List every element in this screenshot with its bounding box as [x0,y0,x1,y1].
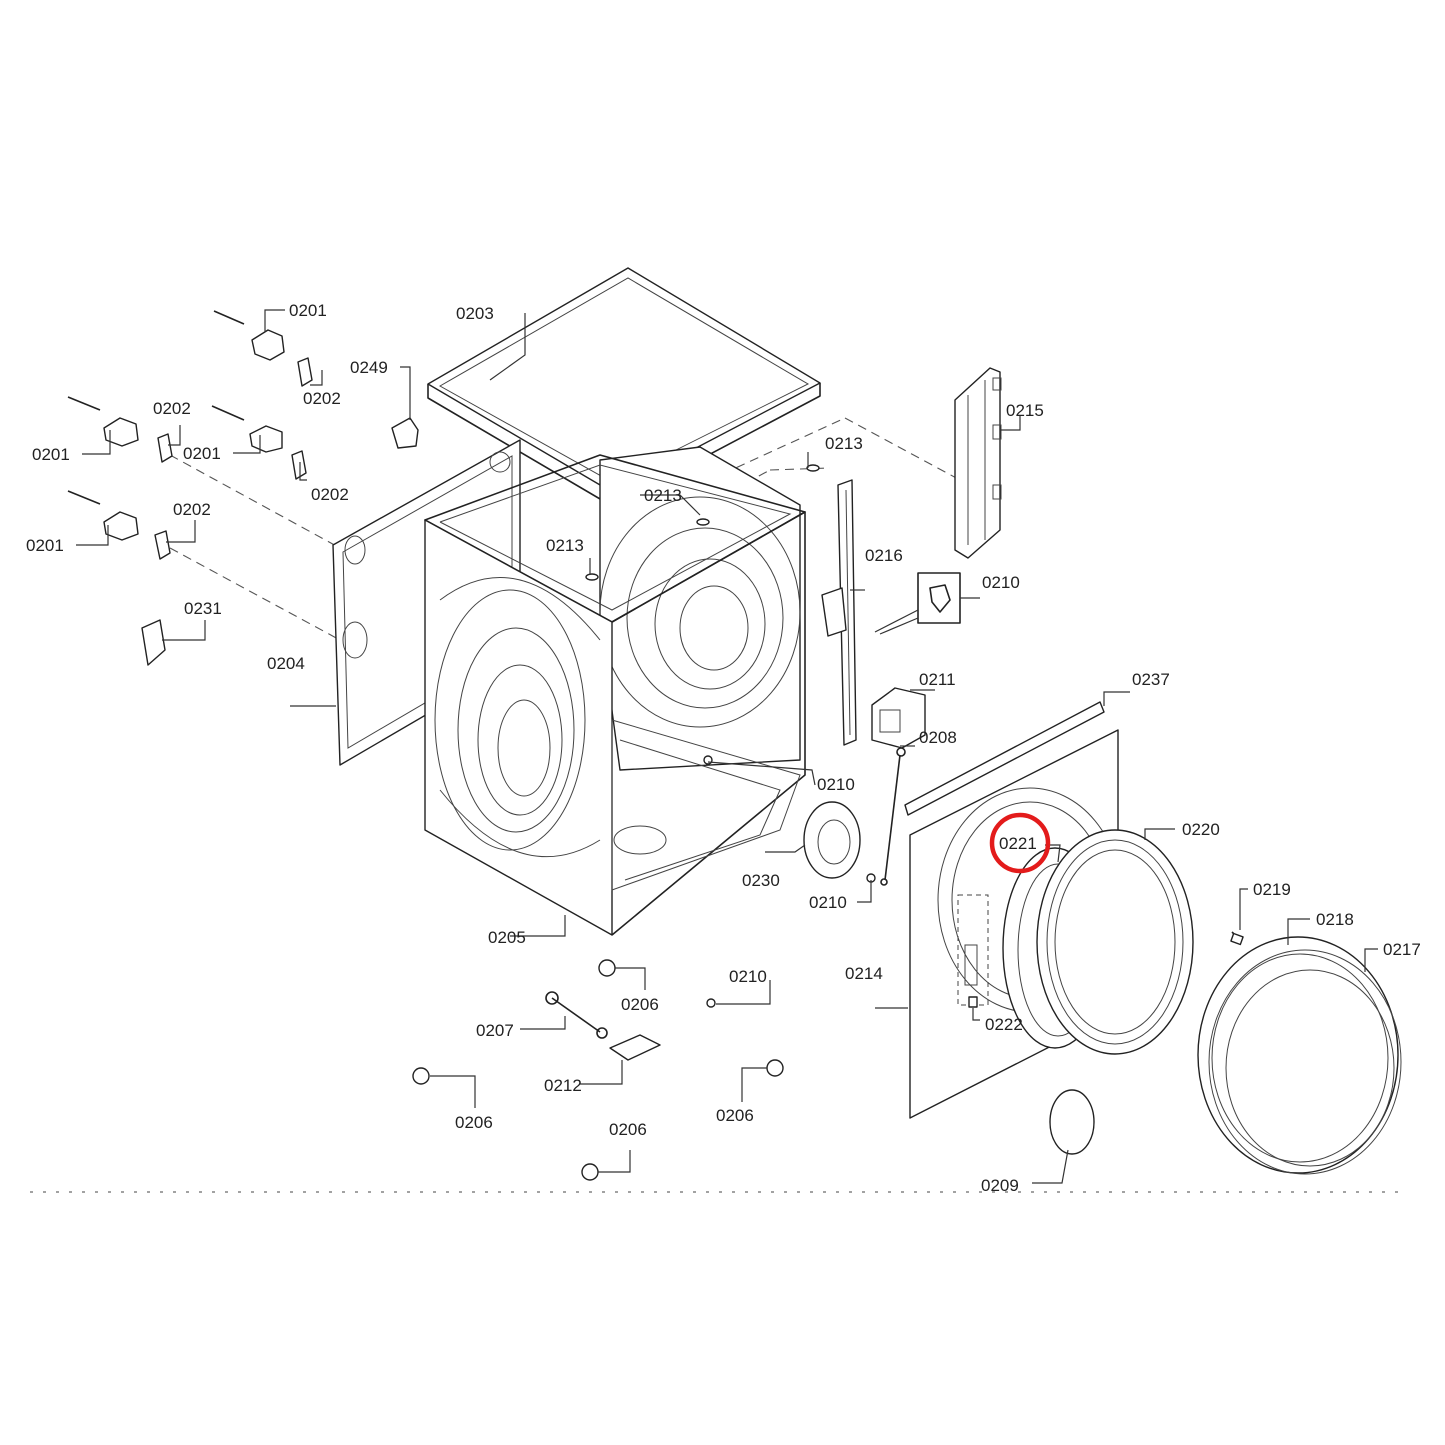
part-0219-screw [1230,931,1244,946]
label-0211: 0211 [919,670,956,689]
part-0237-strip [904,701,1105,816]
label-0201: 0201 [32,445,70,464]
label-0210: 0210 [982,573,1020,592]
label-0214: 0214 [845,964,883,983]
label-0201: 0201 [26,536,64,555]
part-0218-outer-ring [1197,936,1399,1174]
label-0218: 0218 [1316,910,1354,929]
part-0215-brace [954,367,1002,559]
part-0205-cabinet [424,446,806,936]
label-0209: 0209 [981,1176,1019,1195]
label-0206: 0206 [609,1120,647,1139]
label-0210: 0210 [729,967,767,986]
part-0222-pin [968,996,978,1008]
label-0202: 0202 [303,389,341,408]
part-0217-door-ring [1208,949,1402,1175]
label-0206: 0206 [621,995,659,1014]
label-0213: 0213 [644,486,682,505]
label-0212: 0212 [544,1076,582,1095]
part-0211-module [871,687,926,749]
fasteners-left [67,310,876,1181]
highlight-circle-0221 [989,812,1051,874]
part-0210-clip-box [874,572,961,635]
label-0220: 0220 [1182,820,1220,839]
label-0210: 0210 [809,893,847,912]
part-0216-brace [821,479,857,746]
label-0216: 0216 [865,546,903,565]
label-0219: 0219 [1253,880,1291,899]
label-0206: 0206 [455,1113,493,1132]
part-0230-bracket [803,801,861,879]
leader-lines [76,309,1378,1184]
label-0203: 0203 [456,304,494,323]
label-0201: 0201 [289,301,327,320]
label-0222: 0222 [985,1015,1023,1034]
label-0231: 0231 [184,599,222,618]
label-0205: 0205 [488,928,526,947]
part-0209-cover [1049,1089,1095,1155]
label-0210: 0210 [817,775,855,794]
label-0249: 0249 [350,358,388,377]
label-0207: 0207 [476,1021,514,1040]
label-0217: 0217 [1383,940,1421,959]
label-0215: 0215 [1006,401,1044,420]
label-0202: 0202 [311,485,349,504]
label-0237: 0237 [1132,670,1170,689]
part-0220-door-frame [1036,829,1194,1055]
label-0208: 0208 [919,728,957,747]
label-0202: 0202 [153,399,191,418]
label-0201: 0201 [183,444,221,463]
label-0202: 0202 [173,500,211,519]
label-0204: 0204 [267,654,305,673]
part-labels: 0201 0202 0249 0203 0202 0201 0201 0202 … [26,301,1421,1195]
part-0208-cable [880,747,906,886]
label-0213: 0213 [546,536,584,555]
label-0206: 0206 [716,1106,754,1125]
label-0221: 0221 [999,834,1037,853]
label-0213: 0213 [825,434,863,453]
label-0230: 0230 [742,871,780,890]
